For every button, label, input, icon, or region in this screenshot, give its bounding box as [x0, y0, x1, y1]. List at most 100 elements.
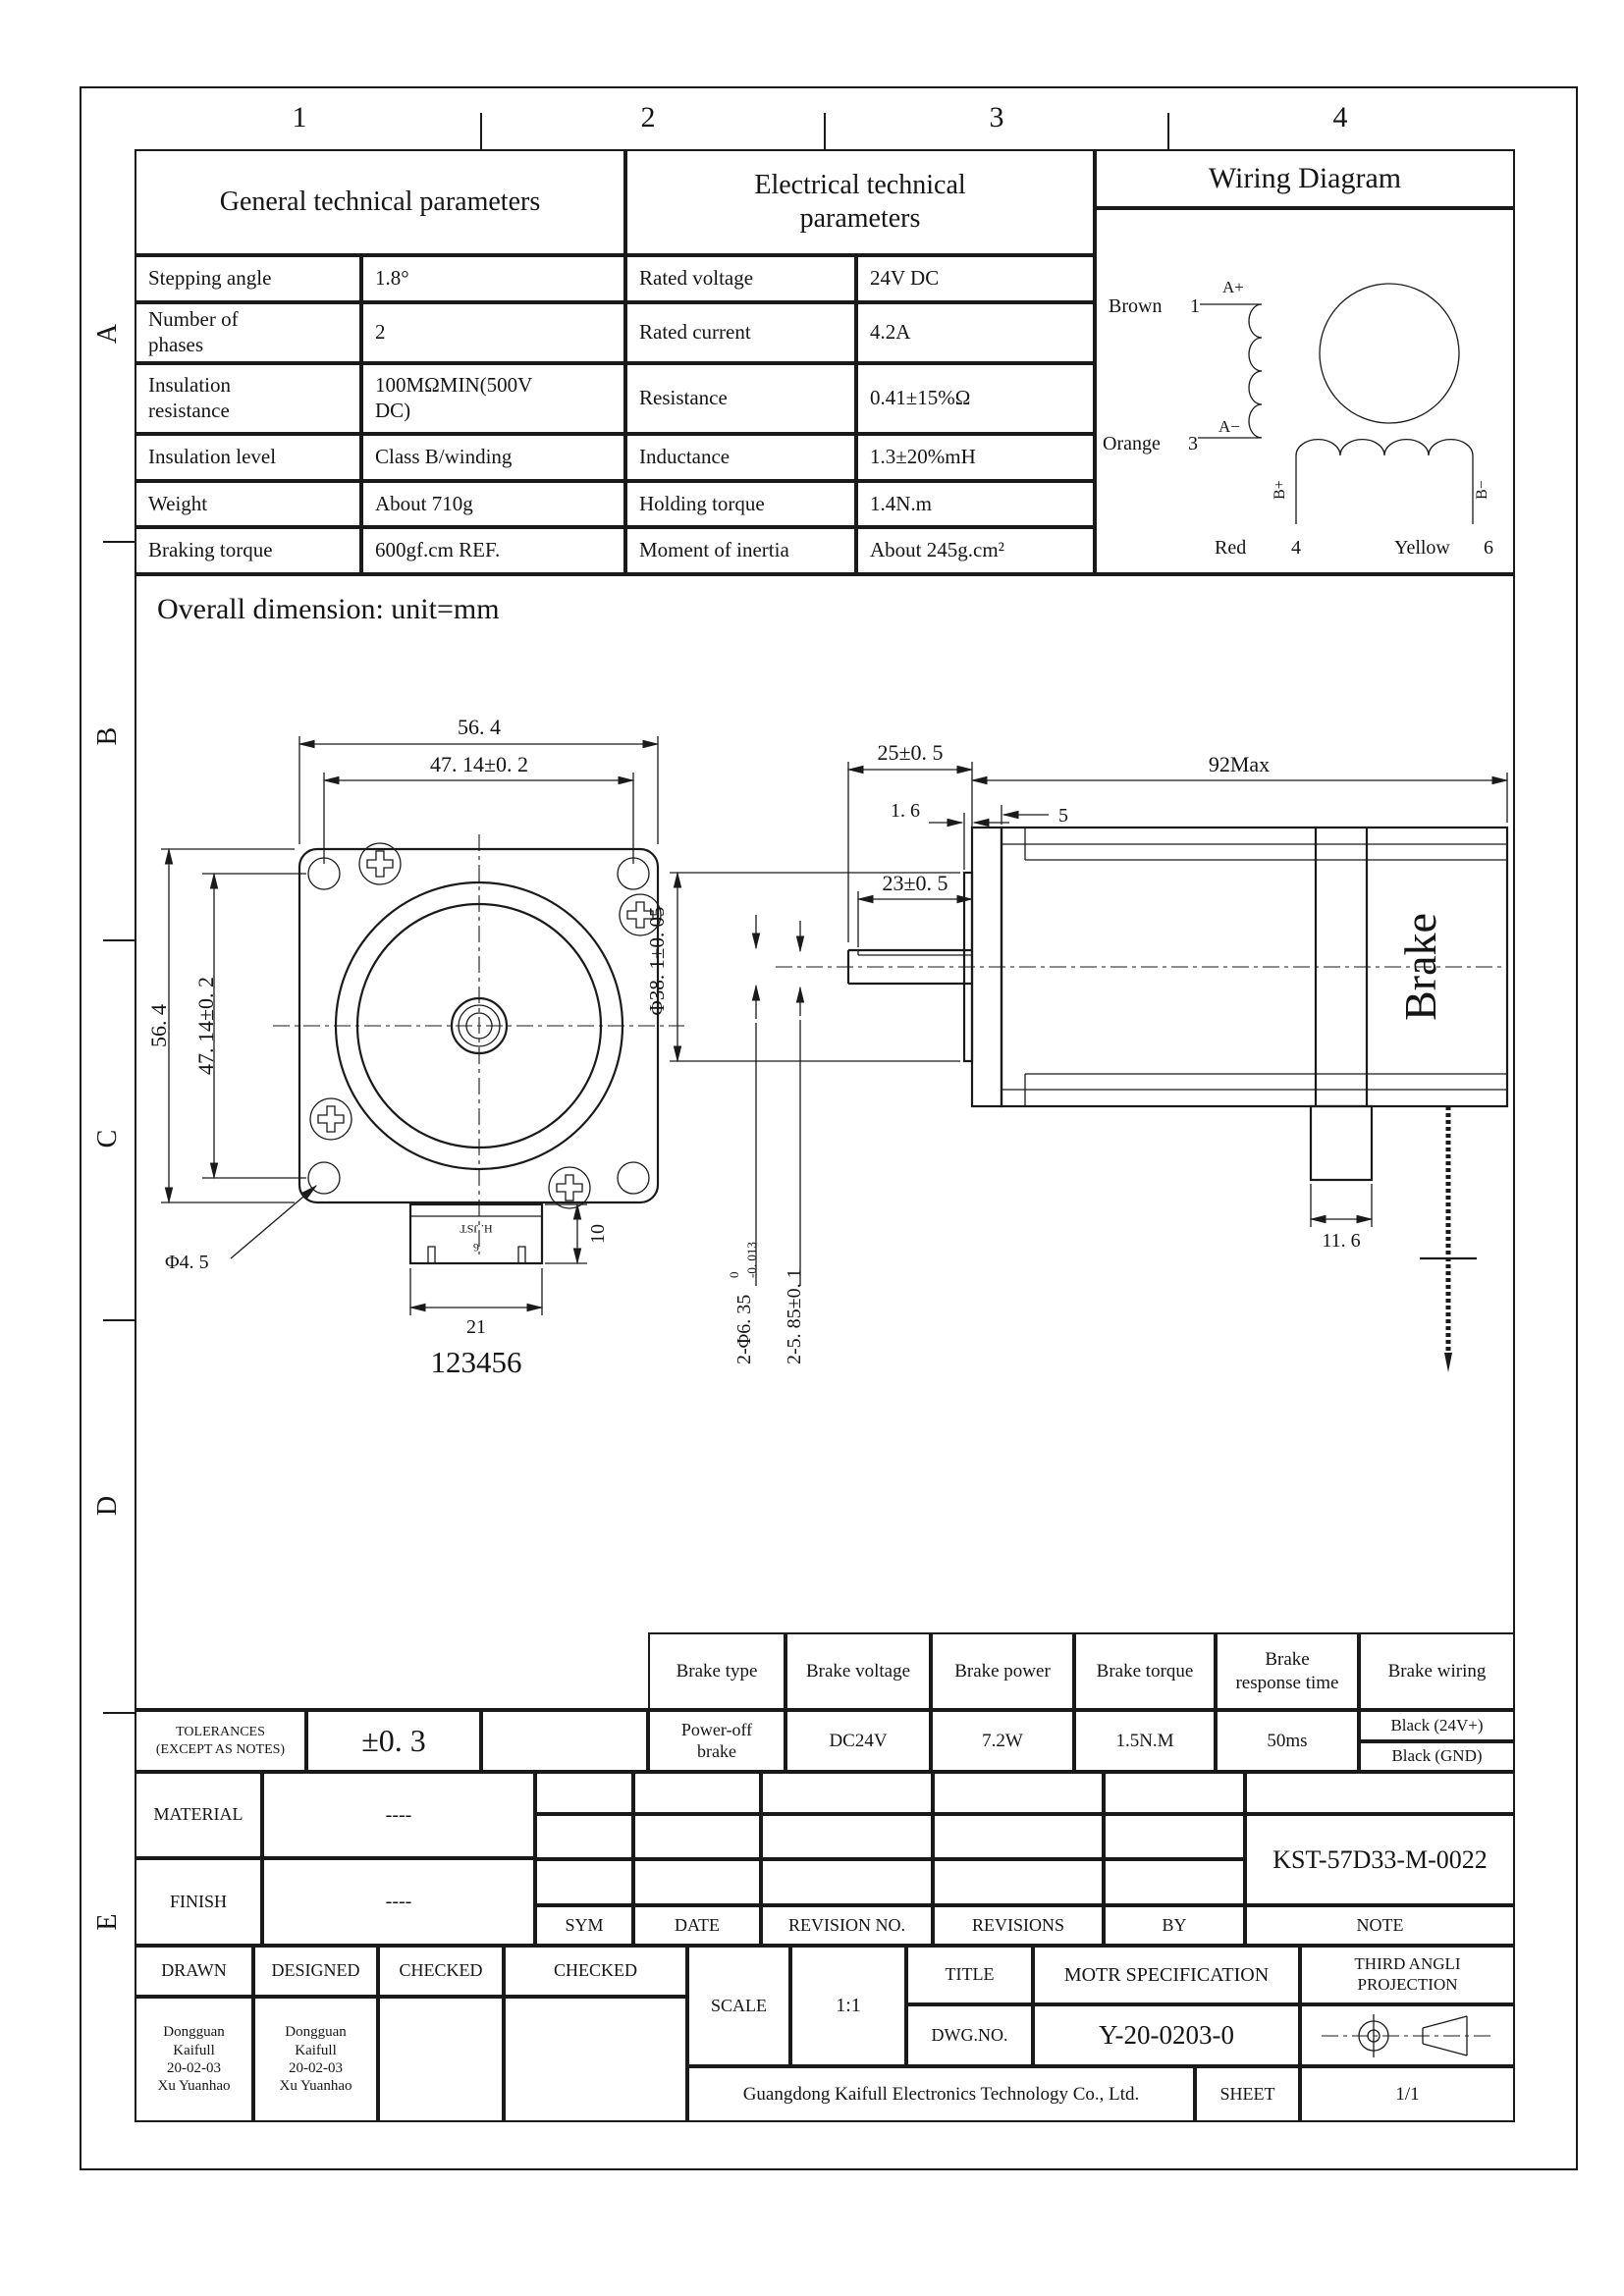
- column-tick: [1167, 113, 1169, 149]
- column-label-3: 3: [989, 101, 1004, 133]
- motor-circle: [1319, 283, 1460, 424]
- dim-21: 21: [466, 1316, 486, 1338]
- brake-power-value: 7.2W: [931, 1710, 1074, 1772]
- dim-23: 23±0. 5: [882, 871, 947, 895]
- brake-header-voltage: Brake voltage: [785, 1632, 931, 1710]
- shaft-boss-circle: [450, 996, 509, 1055]
- brake-header-response: Brake response time: [1216, 1632, 1359, 1710]
- svg-text:2-Φ6. 35: 2-Φ6. 35: [733, 1295, 755, 1364]
- general-row-label: Braking torque: [135, 527, 361, 574]
- electrical-row-label: Inductance: [625, 434, 856, 481]
- dim-5: 5: [1058, 805, 1068, 827]
- electrical-row-label: Resistance: [625, 363, 856, 434]
- material-value: ----: [262, 1772, 535, 1858]
- tolerances-value: ±0. 3: [306, 1710, 481, 1772]
- dim-10: 10: [587, 1224, 609, 1244]
- revision-cell: [761, 1814, 933, 1859]
- dim-47-left: 47. 14±0. 2: [193, 977, 218, 1075]
- general-row-value: 2: [361, 302, 625, 363]
- svg-text:-0. 013: -0. 013: [744, 1242, 759, 1278]
- pilot-circle-inner: [355, 902, 603, 1149]
- brake-header-type: Brake type: [648, 1632, 785, 1710]
- general-row-value: About 710g: [361, 481, 625, 527]
- wire-yellow-label: Yellow: [1394, 537, 1450, 559]
- row-tick: [103, 1712, 135, 1714]
- electrical-row-label: Rated current: [625, 302, 856, 363]
- dwg-no-label: DWG.NO.: [906, 2004, 1033, 2066]
- dim-47-top: 47. 14±0. 2: [430, 752, 528, 776]
- electrical-row-value: 1.4N.m: [856, 481, 1095, 527]
- general-row-label: Number of phases: [135, 302, 361, 363]
- revision-cell: [535, 1859, 633, 1905]
- dim-25: 25±0. 5: [877, 740, 943, 765]
- electrical-row-label: Holding torque: [625, 481, 856, 527]
- wire-orange-label: Orange: [1103, 433, 1161, 454]
- sheet-value: 1/1: [1300, 2066, 1515, 2122]
- general-row-label: Stepping angle: [135, 255, 361, 302]
- company-name: Guangdong Kaifull Electronics Technology…: [687, 2066, 1195, 2122]
- electrical-row-value: About 245g.cm²: [856, 527, 1095, 574]
- electrical-row-value: 24V DC: [856, 255, 1095, 302]
- side-view-drawing: Brake 25±0. 5 92Max 1. 6 5 23±0. 5 Φ38. …: [645, 740, 1509, 1372]
- shaft-bore-circle: [465, 1012, 493, 1040]
- brake-header-power: Brake power: [931, 1632, 1074, 1710]
- electrical-table-title: Electrical technical parameters: [625, 149, 1095, 255]
- dim-11-6: 11. 6: [1322, 1230, 1360, 1252]
- outer-border: [80, 86, 1578, 2170]
- wiring-diagram-title: Wiring Diagram: [1095, 149, 1515, 208]
- general-row-value: Class B/winding: [361, 434, 625, 481]
- brake-header-torque: Brake torque: [1074, 1632, 1216, 1710]
- row-label-A: A: [92, 323, 124, 345]
- general-table-title: General technical parameters: [135, 149, 625, 255]
- row-label-D: D: [92, 1495, 124, 1517]
- material-label: MATERIAL: [135, 1772, 262, 1858]
- electrical-row-value: 1.3±20%mH: [856, 434, 1095, 481]
- general-row-value: 600gf.cm REF.: [361, 527, 625, 574]
- tolerances-label: TOLERANCES(EXCEPT AS NOTES): [135, 1710, 306, 1772]
- front-view-drawing: 56. 4 47. 14±0. 2 56. 4 47. 14±0. 2 Φ4. …: [146, 715, 684, 1379]
- brake-cable: [1420, 1106, 1477, 1372]
- phillips-screws: [309, 842, 662, 1209]
- revision-cell: [1104, 1859, 1245, 1905]
- title-value: MOTR SPECIFICATION: [1033, 1946, 1300, 2004]
- wire-yellow-pin: 6: [1484, 537, 1493, 559]
- revision-cell: [761, 1772, 933, 1814]
- shaft-outline: [846, 948, 972, 986]
- revision-cell: [535, 1772, 633, 1814]
- connector-marking-1: H. JST: [460, 1222, 493, 1236]
- designed-label: DESIGNED: [253, 1946, 378, 1997]
- row-tick: [103, 939, 135, 941]
- finish-value: ----: [262, 1858, 535, 1946]
- brake-wiring-ground: Black (GND): [1359, 1741, 1515, 1772]
- wiring-diagram: Brown 1 A+ Orange 3 A− B+ B− Red 4 Yello…: [1103, 278, 1493, 559]
- revision-cell: [933, 1859, 1104, 1905]
- title-label: TITLE: [906, 1946, 1033, 2004]
- electrical-row-value: 0.41±15%Ω: [856, 363, 1095, 434]
- phase-a-plus-label: A+: [1222, 278, 1244, 296]
- shaft-circle: [458, 1004, 501, 1047]
- scale-value: 1:1: [790, 1946, 906, 2066]
- row-label-E: E: [92, 1913, 124, 1931]
- wire-red-pin: 4: [1291, 537, 1301, 559]
- overall-dimension-title: Overall dimension: unit=mm: [157, 593, 500, 625]
- general-row-label: Weight: [135, 481, 361, 527]
- wire-brown-label: Brown: [1109, 295, 1162, 317]
- brake-header-wiring: Brake wiring: [1359, 1632, 1515, 1710]
- revision-cell: [1245, 1772, 1515, 1814]
- revision-no-label: REVISION NO.: [761, 1905, 933, 1946]
- sheet-label: SHEET: [1195, 2066, 1300, 2122]
- connector-marking-2: 6: [473, 1241, 479, 1255]
- wire-red-label: Red: [1215, 537, 1246, 559]
- general-row-value: 1.8°: [361, 255, 625, 302]
- column-tick: [480, 113, 482, 149]
- column-label-4: 4: [1332, 101, 1348, 133]
- tolerances-empty-cell: [481, 1710, 648, 1772]
- connector-outline: [408, 1202, 544, 1265]
- revision-cell: [535, 1814, 633, 1859]
- scale-label: SCALE: [687, 1946, 790, 2066]
- dim-92: 92Max: [1209, 752, 1270, 776]
